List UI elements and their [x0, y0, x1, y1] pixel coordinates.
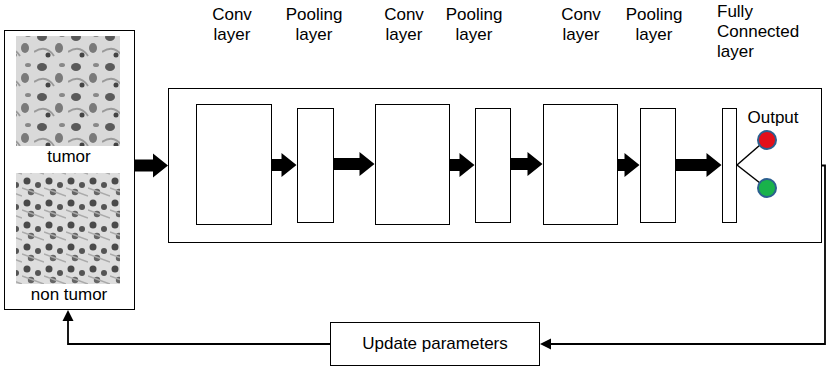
fully-connected-box: Fully Connected layer — [722, 108, 737, 223]
block-arrow — [135, 154, 168, 178]
output-neuron — [758, 179, 776, 197]
connector — [450, 153, 475, 177]
connector — [676, 153, 722, 177]
output-line — [737, 145, 760, 165]
connector — [63, 310, 331, 344]
output-label: Output — [748, 108, 818, 128]
connector — [135, 154, 168, 178]
block-arrow — [334, 152, 375, 176]
network-frame: Output Conv layer Pooling layer Conv layer P… — [168, 88, 822, 243]
non-tumor-image — [16, 173, 120, 284]
conv-layer-box: Conv layer — [196, 104, 272, 225]
class-label: non tumor — [4, 285, 135, 305]
conv-layer-box: Conv layer — [375, 104, 450, 225]
arrowhead — [63, 310, 74, 321]
update-box: Update parameters — [330, 322, 540, 366]
block-arrow — [450, 153, 475, 177]
update-label: Update parameters — [362, 334, 508, 354]
arrowhead — [540, 339, 551, 350]
connector — [334, 152, 375, 176]
output-neuron — [758, 131, 776, 149]
layer-heading: Conv layer — [549, 5, 613, 45]
block-arrow — [676, 153, 722, 177]
pooling-layer-box: Pooling layer — [475, 108, 511, 223]
layer-heading: Conv layer — [200, 5, 264, 45]
class-label: tumor — [4, 147, 135, 167]
conv-layer-box: Conv layer — [543, 104, 618, 225]
layer-heading: Pooling layer — [619, 5, 689, 45]
layer-heading: Pooling layer — [279, 5, 349, 45]
layer-heading: Fully Connected layer — [717, 2, 811, 62]
pooling-layer-box: Pooling layer — [297, 108, 334, 223]
block-arrow — [272, 153, 297, 177]
pooling-layer-box: Pooling layer — [640, 108, 676, 223]
connector-line — [68, 319, 330, 344]
input-panel: tumor non tumor — [4, 30, 135, 310]
block-arrow — [618, 153, 640, 177]
layer-heading: Conv layer — [372, 5, 436, 45]
connector — [618, 153, 640, 177]
block-arrow — [511, 152, 543, 176]
connector — [272, 153, 297, 177]
layer-heading: Pooling layer — [439, 5, 509, 45]
output-line — [737, 165, 760, 183]
tumor-image — [16, 36, 120, 146]
connector — [511, 152, 543, 176]
